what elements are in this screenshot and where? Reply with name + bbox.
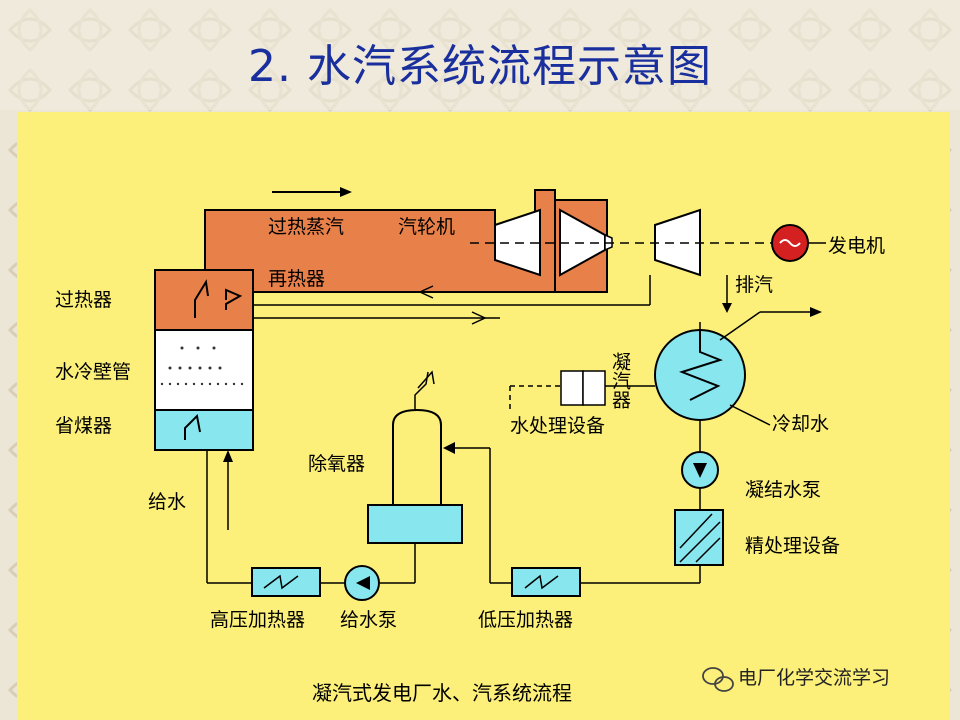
label-lp-heater: 低压加热器 [478, 609, 573, 631]
watermark-text: 电厂化学交流学习 [738, 667, 890, 689]
lp-turbine-icon [654, 208, 701, 277]
label-superheater: 过热器 [55, 289, 112, 311]
label-feedwater: 给水 [148, 491, 186, 513]
label-water-treatment: 水处理设备 [510, 415, 605, 437]
superheater-coil-icon [194, 279, 209, 318]
label-generator: 发电机 [828, 235, 885, 257]
label-superheated-steam: 过热蒸汽 [268, 216, 344, 238]
main-steam-duct [204, 189, 556, 293]
deaerator-icon [392, 408, 442, 505]
economizer-coil-icon [184, 413, 201, 440]
hp-heater-icon [251, 567, 321, 597]
lp-heater-icon [511, 567, 581, 597]
label-exhaust: 排汽 [735, 274, 773, 296]
boiler [154, 269, 254, 451]
label-feed-pump: 给水泵 [340, 609, 397, 631]
label-reheater: 再热器 [268, 268, 325, 290]
label-deaerator: 除氧器 [308, 453, 365, 475]
reheater-coil-icon [225, 288, 243, 310]
label-condensate-pump: 凝结水泵 [745, 479, 821, 501]
label-hp-heater: 高压加热器 [210, 609, 305, 631]
label-waterwall: 水冷壁管 [55, 361, 131, 383]
label-cooling-water: 冷却水 [772, 413, 829, 435]
wechat-icon [702, 667, 734, 692]
waterwall-dots [160, 346, 244, 386]
water-treatment-box [560, 370, 584, 406]
label-condenser: 凝汽器 [609, 352, 631, 409]
diagram-caption: 凝汽式发电厂水、汽系统流程 [312, 681, 572, 705]
label-economizer: 省煤器 [55, 415, 112, 437]
label-turbine: 汽轮机 [398, 216, 455, 238]
label-polishing: 精处理设备 [745, 535, 840, 557]
page-title: 2. 水汽系统流程示意图 [248, 41, 712, 92]
polishing-unit-icon [674, 509, 724, 566]
